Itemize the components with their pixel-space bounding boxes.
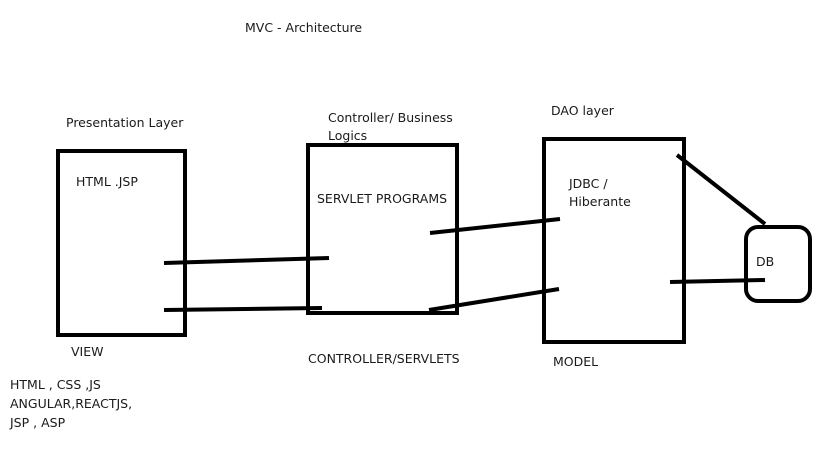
view-controller-connector-top xyxy=(163,256,330,265)
view-box xyxy=(56,149,187,337)
controller-model-connector-top xyxy=(429,217,561,235)
model-inner-label-line1: JDBC / xyxy=(569,176,608,191)
model-inner-label-line2: Hiberante xyxy=(569,194,631,209)
controller-layer-header: Controller/ Business Logics xyxy=(328,110,453,143)
view-tech-line-3: JSP , ASP xyxy=(10,415,66,430)
controller-inner-label: SERVLET PROGRAMS xyxy=(317,191,448,206)
view-footer-label: VIEW xyxy=(71,344,104,359)
model-footer-label: MODEL xyxy=(553,354,599,369)
controller-footer-label: CONTROLLER/SERVLETS xyxy=(308,351,460,366)
view-tech-line-2: ANGULAR,REACTJS, xyxy=(10,396,133,411)
view-inner-label: HTML .JSP xyxy=(76,174,138,189)
dao-layer-header: DAO layer xyxy=(551,103,614,118)
controller-model-connector-bottom xyxy=(428,287,560,312)
presentation-layer-header: Presentation Layer xyxy=(66,115,184,130)
view-tech-line-1: HTML , CSS ,JS xyxy=(10,377,101,392)
diagram-title: MVC - Architecture xyxy=(245,20,363,35)
model-db-connector-horizontal xyxy=(669,278,766,284)
db-box xyxy=(744,225,812,303)
model-box xyxy=(542,137,686,344)
view-controller-connector-bottom xyxy=(163,306,323,312)
db-label: DB xyxy=(756,254,775,269)
model-db-connector-diagonal xyxy=(675,153,767,226)
